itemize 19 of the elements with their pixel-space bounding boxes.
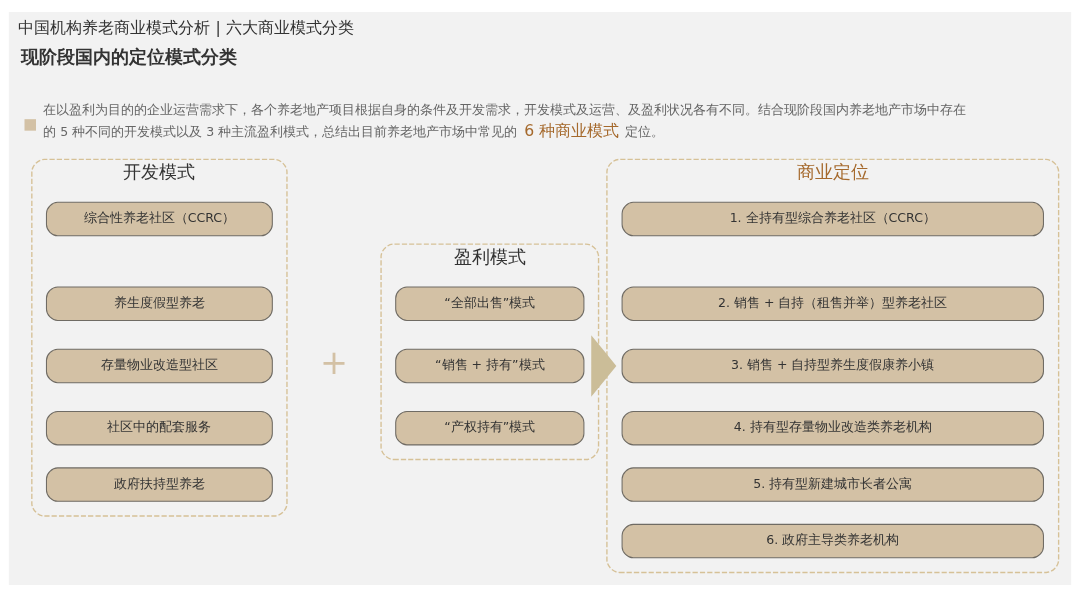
label: 在以盈利为目的的企业运营需求下，各个养老地产项目根据自身的条件及开发需求，开发模式及运营、及盈利状况各有不同。结合现阶段国内养老地产市场中存在的 5 种不同的开发模式以及 3 种主流盈利模式，总结出目前养老地产市场中常见的 6 种商业模式定位。 (43, 102, 967, 141)
diagram-title: 中国机构养老商业模式分析 | 六大商业模式分类 (18, 17, 354, 37)
node-box: 政府扶持型养老 (45, 467, 273, 502)
arrow (591, 335, 617, 397)
node-box: 6. 政府主导类养老机构 (621, 523, 1044, 559)
node-box: 2. 销售 + 自持（租售并举）型养老社区 (621, 286, 1044, 321)
node-box: 3. 销售 + 自持型养生度假康养小镇 (621, 348, 1044, 384)
node-box: 养生度假型养老 (45, 286, 273, 321)
node-box: “销售 + 持有”模式 (395, 348, 585, 384)
label: + (320, 343, 349, 383)
node-box: 综合性养老社区（CCRC） (45, 201, 273, 237)
node-box: 5. 持有型新建城市长者公寓 (621, 467, 1044, 502)
node-box: 存量物业改造型社区 (45, 348, 273, 384)
node-box: 4. 持有型存量物业改造类养老机构 (621, 410, 1044, 446)
node-box: 社区中的配套服务 (45, 410, 273, 446)
node-box: “全部出售”模式 (395, 286, 585, 321)
node-box: 1. 全持有型综合养老社区（CCRC） (621, 201, 1044, 237)
label: 现阶段国内的定位模式分类 (21, 46, 238, 67)
node-box: “产权持有”模式 (395, 410, 585, 446)
